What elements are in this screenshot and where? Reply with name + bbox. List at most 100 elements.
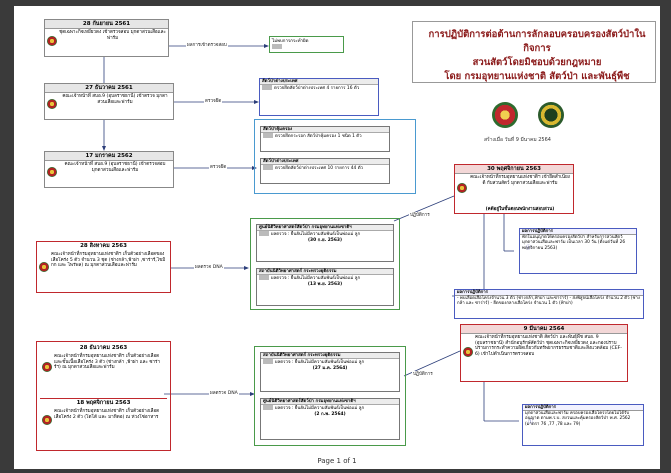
department-seal-icon	[492, 102, 518, 128]
photo-thumbnail-icon	[259, 275, 269, 281]
action-label: ปฏิบัติการ	[409, 212, 431, 219]
result-text: ผลตรวจ : ยืนยันไม่มีความสัมพันธ์เป็นพ่อแ…	[275, 406, 365, 412]
action-text: คณะเจ้าหน้าที่กรมอุทยานแห่งชาติ สัตว์ป่า…	[475, 335, 622, 357]
result-text: ตรวจยึดกระรอก สัตว์ป่าคุ้มครอง 1 ชนิด 1 …	[275, 134, 362, 140]
result-label: ตรวจยึด	[209, 164, 228, 171]
action1-result-note-2: ผลการปฏิบัติการ - พบเลือดเสือโคร่งจำนวน …	[454, 289, 644, 319]
result-head: สถาบันนิติวิทยาศาสตร์ กระทรวงยุติธรรม	[261, 353, 399, 360]
department-logo-icon	[39, 262, 49, 272]
document-page: 28 กันยายน 2561 ชุดเฉพาะกิจเหยี่ยวดง เข้…	[14, 6, 660, 469]
info-icon: ⓘ	[526, 245, 532, 251]
result-head: สัตว์ป่าคุ้มครอง	[261, 127, 389, 134]
info-icon: ⓘ	[528, 419, 534, 425]
note-head: ผลการปฏิบัติการ	[520, 229, 636, 236]
photo-thumbnail-icon	[263, 165, 273, 171]
department-logo-icon	[463, 347, 473, 357]
department-logo-icon	[47, 167, 57, 177]
result-label: ผลตรวจ DNA	[194, 264, 224, 271]
action2-result-note: ผลการปฏิบัติการ มุกดาสวนเสือและฟาร์ม ครอ…	[522, 404, 644, 446]
department-logo-icon	[47, 99, 57, 109]
result-box-no-offense: ไม่พบการกระทำผิด	[269, 36, 344, 53]
title-block	[412, 21, 656, 83]
dna-result-box: สถาบันนิติวิทยาศาสตร์ กระทรวงยุติธรรม ผล…	[256, 268, 394, 306]
result-text: ผลตรวจ : ยืนยันไม่มีความสัมพันธ์เป็นพ่อแ…	[271, 232, 361, 238]
title-line-1: การปฏิบัติการต่อต้านการลักลอบครอบครองสัต…	[428, 29, 646, 54]
result-head: สัตว์ป่าต่างประเทศ	[260, 79, 378, 86]
dna-result-group-2	[254, 346, 406, 446]
note-head: ผลการปฏิบัติการ	[455, 290, 643, 297]
result-head: ศูนย์นิติวิทยาศาสตร์สัตว์ป่า กรมอุทยานแห…	[257, 225, 393, 232]
action-text: คณะเจ้าหน้าที่กรมอุทยานแห่งชาติฯ เข้ายึด…	[470, 175, 570, 186]
timeline-date: 28 กันยายน 2561	[45, 20, 168, 29]
result-head: ศูนย์นิติวิทยาศาสตร์สัตว์ป่า กรมอุทยานแห…	[261, 399, 399, 406]
timeline-box-6: 18 พฤศจิกายน 2563 คณะเจ้าหน้าที่กรมอุทยา…	[40, 398, 167, 443]
result-label: ตรวจยึด	[204, 98, 223, 105]
photo-thumbnail-icon	[263, 133, 273, 139]
timeline-text: ชุดเฉพาะกิจเหยี่ยวดง เข้าตรวจสอบ มุกดาสว…	[59, 30, 166, 41]
department-logo-icon	[457, 183, 467, 193]
timeline-date: 18 พฤศจิกายน 2563	[40, 399, 167, 407]
dna-result-group-1	[250, 218, 400, 310]
photo-thumbnail-icon	[259, 231, 269, 237]
department-logo-icon	[47, 36, 57, 46]
dna-result-box: ศูนย์นิติวิทยาศาสตร์สัตว์ป่า กรมอุทยานแห…	[256, 224, 394, 262]
document-title: การปฏิบัติการต่อต้านการลักลอบครอบครองสัต…	[418, 28, 656, 84]
action-box-2: 9 มีนาคม 2564 คณะเจ้าหน้าที่กรมอุทยานแห่…	[460, 324, 628, 382]
photo-thumbnail-icon	[263, 359, 273, 365]
action-label: ปฏิบัติการ	[412, 371, 434, 378]
department-logo-icon	[42, 415, 52, 425]
result-text: ผลตรวจ : ยืนยันไม่มีความสัมพันธ์เป็นพ่อแ…	[275, 360, 365, 366]
timeline-date: 27 ธันวาคม 2561	[45, 84, 173, 93]
result-label: ผลการเข้าตรวจสอบ	[186, 42, 228, 49]
result-date: (13 พ.ย. 2563)	[307, 281, 343, 287]
timeline-date: 28 สิงหาคม 2563	[37, 242, 170, 250]
note-text: - พบเลือดเสือโคร่งจำนวน 3 ตัว (ช่างกล้า,…	[457, 296, 640, 307]
note-head: ผลการปฏิบัติการ	[523, 405, 643, 412]
title-line-3: โดย กรมอุทยานแห่งชาติ สัตว์ป่า และพันธุ์…	[444, 71, 630, 82]
action-box-1: 30 พฤศจิกายน 2563 คณะเจ้าหน้าที่กรมอุทยา…	[454, 164, 574, 214]
timeline-box-5: 28 ธันวาคม 2563 คณะเจ้าหน้าที่กรมอุทยานแ…	[40, 344, 167, 389]
note-text: พักในอนุญาตให้ครอบครองสัตว์ป่า สำหรับการ…	[522, 235, 626, 251]
timeline-text: คณะเจ้าหน้าที่กรมอุทยานแห่งชาติฯ เก็บตัว…	[54, 354, 161, 371]
wildlife-seal-icon	[538, 102, 564, 128]
timeline-text: คณะเจ้าหน้าที่กรมอุทยานแห่งชาติฯ เก็บตัว…	[54, 409, 160, 420]
timeline-box-1: 28 กันยายน 2561 ชุดเฉพาะกิจเหยี่ยวดง เข้…	[44, 19, 169, 57]
dna-result-box: สถาบันนิติวิทยาศาสตร์ กระทรวงยุติธรรม ผล…	[260, 352, 400, 392]
result-date: (30 ก.ย. 2563)	[308, 237, 342, 243]
result-text: ไม่พบการกระทำผิด	[272, 39, 309, 44]
title-line-2: สวนสัตว์โดยมิชอบด้วยกฎหมาย	[472, 57, 602, 68]
department-logo-icon	[42, 362, 52, 372]
action1-result-note-1: ผลการปฏิบัติการ พักในอนุญาตให้ครอบครองสั…	[519, 228, 637, 274]
dna-result-box: ศูนย์นิติวิทยาศาสตร์สัตว์ป่า กรมอุทยานแห…	[260, 398, 400, 440]
result-head: สัตว์ป่าต่างประเทศ	[261, 159, 389, 166]
result-box-protected: สัตว์ป่าคุ้มครอง ตรวจยึดกระรอก สัตว์ป่าค…	[260, 126, 390, 152]
created-date: สร้างเมื่อ วันที่ 9 มีนาคม 2564	[484, 137, 551, 143]
page-footer: Page 1 of 1	[317, 457, 357, 465]
result-text: ตรวจยึดสัตว์ป่าต่างประเทศ 10 รายการ 44 ต…	[275, 166, 364, 172]
photo-thumbnail-icon	[263, 405, 273, 411]
action-status: (คดีอยู่ในขั้นตอนพนักงานสอบสวน)	[485, 207, 555, 212]
result-box-seized-1: สัตว์ป่าต่างประเทศ ตรวจยึดสัตว์ป่าต่างปร…	[259, 78, 379, 116]
photo-thumbnail-icon	[262, 85, 272, 91]
seized-group-2	[254, 119, 416, 194]
result-date: (27 ม.ค. 2564)	[312, 365, 348, 371]
timeline-date: 17 มกราคม 2562	[45, 152, 173, 161]
timeline-text: คณะเจ้าหน้าที่กรมอุทยานแห่งชาติฯ เก็บตัว…	[51, 252, 166, 269]
photo-thumbnail-icon	[272, 44, 282, 50]
timeline-box-4: 28 สิงหาคม 2563 คณะเจ้าหน้าที่กรมอุทยานแ…	[36, 241, 171, 293]
result-label: ผลตรวจ DNA	[209, 390, 239, 397]
result-text: ผลตรวจ : ยืนยันไม่มีความสัมพันธ์เป็นพ่อแ…	[271, 276, 361, 282]
note-text: มุกดาสวนเสือและฟาร์ม ครอบครองเสือโคร่งโด…	[525, 411, 631, 427]
result-box-foreign: สัตว์ป่าต่างประเทศ ตรวจยึดสัตว์ป่าต่างปร…	[260, 158, 390, 184]
timeline-text: คณะเจ้าหน้าที่ สบอ.9 (อุบลราชธานี) เข้าต…	[64, 162, 166, 173]
action-date: 9 มีนาคม 2564	[461, 325, 627, 334]
result-text: ตรวจยึดสัตว์ป่าต่างประเทศ 4 รายการ 16 ตั…	[274, 86, 360, 92]
action-date: 30 พฤศจิกายน 2563	[455, 165, 573, 174]
timeline-text: คณะเจ้าหน้าที่ สบอ.9 (อุบลราชธานี) เข้าต…	[62, 94, 168, 105]
dna2-source-group	[36, 341, 171, 451]
timeline-box-2: 27 ธันวาคม 2561 คณะเจ้าหน้าที่ สบอ.9 (อุ…	[44, 83, 174, 120]
timeline-box-3: 17 มกราคม 2562 คณะเจ้าหน้าที่ สบอ.9 (อุบ…	[44, 151, 174, 188]
result-date: (2 ก.พ. 2564)	[314, 411, 346, 417]
result-head: สถาบันนิติวิทยาศาสตร์ กระทรวงยุติธรรม	[257, 269, 393, 276]
timeline-date: 28 ธันวาคม 2563	[40, 344, 167, 352]
